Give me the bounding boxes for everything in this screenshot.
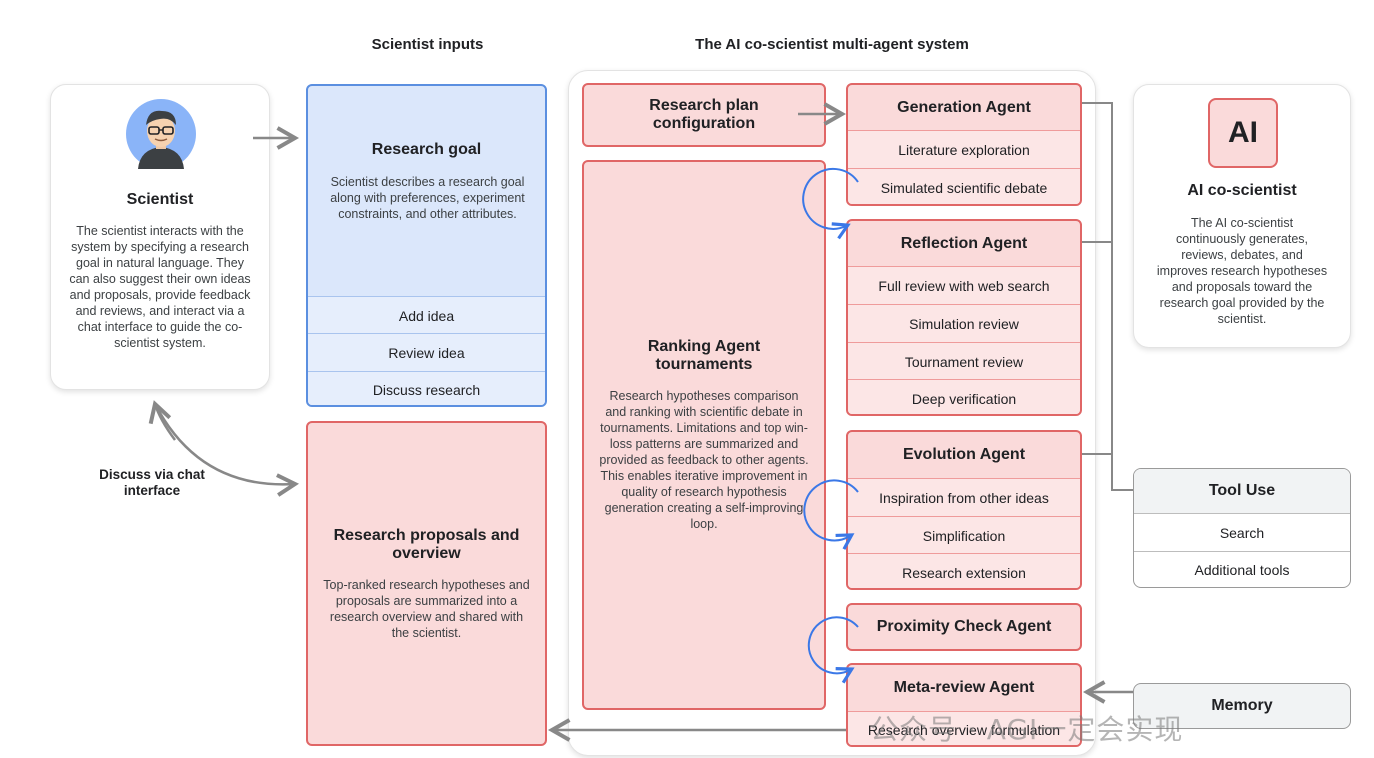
generation-agent-box: Generation Agent Literature exploration … (846, 83, 1082, 206)
ai-co-scientist-title: AI co-scientist (1187, 182, 1297, 199)
research-goal-title: Research goal (371, 141, 482, 158)
research-plan-configuration-title: Research plan configuration (649, 97, 759, 132)
loop-arrow-proximity-icon (807, 616, 859, 684)
additional-tools-item: Additional tools (1134, 551, 1350, 587)
simulated-debate-item: Simulated scientific debate (848, 168, 1080, 204)
loop-arrow-evolution-icon (803, 479, 859, 550)
discuss-research-item: Discuss research (308, 371, 545, 405)
meta-review-agent-title: Meta-review Agent (893, 679, 1035, 696)
system-heading: The AI co-scientist multi-agent system (695, 36, 969, 53)
review-idea-item: Review idea (308, 333, 545, 372)
ranking-agent-box: Ranking Agent tournaments Research hypot… (582, 160, 826, 710)
simplification-item: Simplification (848, 516, 1080, 554)
ranking-agent-description: Research hypotheses comparison and ranki… (599, 389, 809, 531)
research-goal-description: Scientist describes a research goal alon… (330, 175, 525, 221)
simulation-review-item: Simulation review (848, 304, 1080, 343)
reflection-agent-title: Reflection Agent (900, 234, 1028, 252)
research-proposals-description: Top-ranked research hypotheses and propo… (323, 578, 530, 640)
memory-box: Memory (1133, 683, 1351, 729)
scientist-inputs-heading: Scientist inputs (371, 36, 484, 53)
search-item: Search (1134, 513, 1350, 552)
scientist-avatar-icon (126, 99, 196, 169)
research-extension-item: Research extension (848, 553, 1080, 588)
research-plan-configuration-box: Research plan configuration (582, 83, 826, 147)
tournament-review-item: Tournament review (848, 342, 1080, 380)
scientist-title: Scientist (126, 191, 194, 208)
chat-interface-label: Discuss via chat interface (99, 467, 205, 498)
inspiration-item: Inspiration from other ideas (848, 478, 1080, 517)
ai-logo-text: AI (1228, 116, 1258, 149)
full-review-item: Full review with web search (848, 266, 1080, 305)
deep-verification-item: Deep verification (848, 379, 1080, 414)
ai-co-scientist-card: AI AI co-scientist The AI co-scientist c… (1133, 84, 1351, 348)
ai-logo-icon: AI (1208, 98, 1278, 168)
generation-agent-title: Generation Agent (897, 98, 1031, 116)
proximity-check-agent-box: Proximity Check Agent (846, 603, 1082, 651)
evolution-agent-title: Evolution Agent (902, 446, 1026, 463)
loop-arrow-generation-icon (802, 167, 859, 240)
memory-title: Memory (1211, 697, 1273, 714)
watermark: 公众号 · AGI一定会实现 (870, 713, 1184, 746)
ai-co-scientist-description: The AI co-scientist continuously generat… (1156, 216, 1328, 326)
agents-to-tools-line (1082, 102, 1133, 491)
research-proposals-box: Research proposals and overview Top-rank… (306, 421, 547, 746)
tool-use-box: Tool Use Search Additional tools (1133, 468, 1351, 588)
tool-use-title: Tool Use (1134, 469, 1350, 513)
proximity-check-agent-title: Proximity Check Agent (876, 618, 1052, 635)
add-idea-item: Add idea (308, 296, 545, 334)
reflection-agent-box: Reflection Agent Full review with web se… (846, 219, 1082, 416)
research-proposals-title: Research proposals and overview (333, 527, 520, 562)
research-overview-formulation-item: Research overview formulation (848, 711, 1080, 745)
arrow-chat-up (148, 400, 177, 441)
meta-review-agent-box: Meta-review Agent Research overview form… (846, 663, 1082, 747)
ranking-agent-title: Ranking Agent tournaments (647, 338, 761, 373)
literature-exploration-item: Literature exploration (848, 130, 1080, 169)
evolution-agent-box: Evolution Agent Inspiration from other i… (846, 430, 1082, 590)
scientist-description: The scientist interacts with the system … (69, 224, 251, 350)
scientist-card: Scientist The scientist interacts with t… (50, 84, 270, 390)
research-goal-box: Research goal Scientist describes a rese… (306, 84, 547, 407)
arrow-chat-curve (153, 403, 300, 497)
